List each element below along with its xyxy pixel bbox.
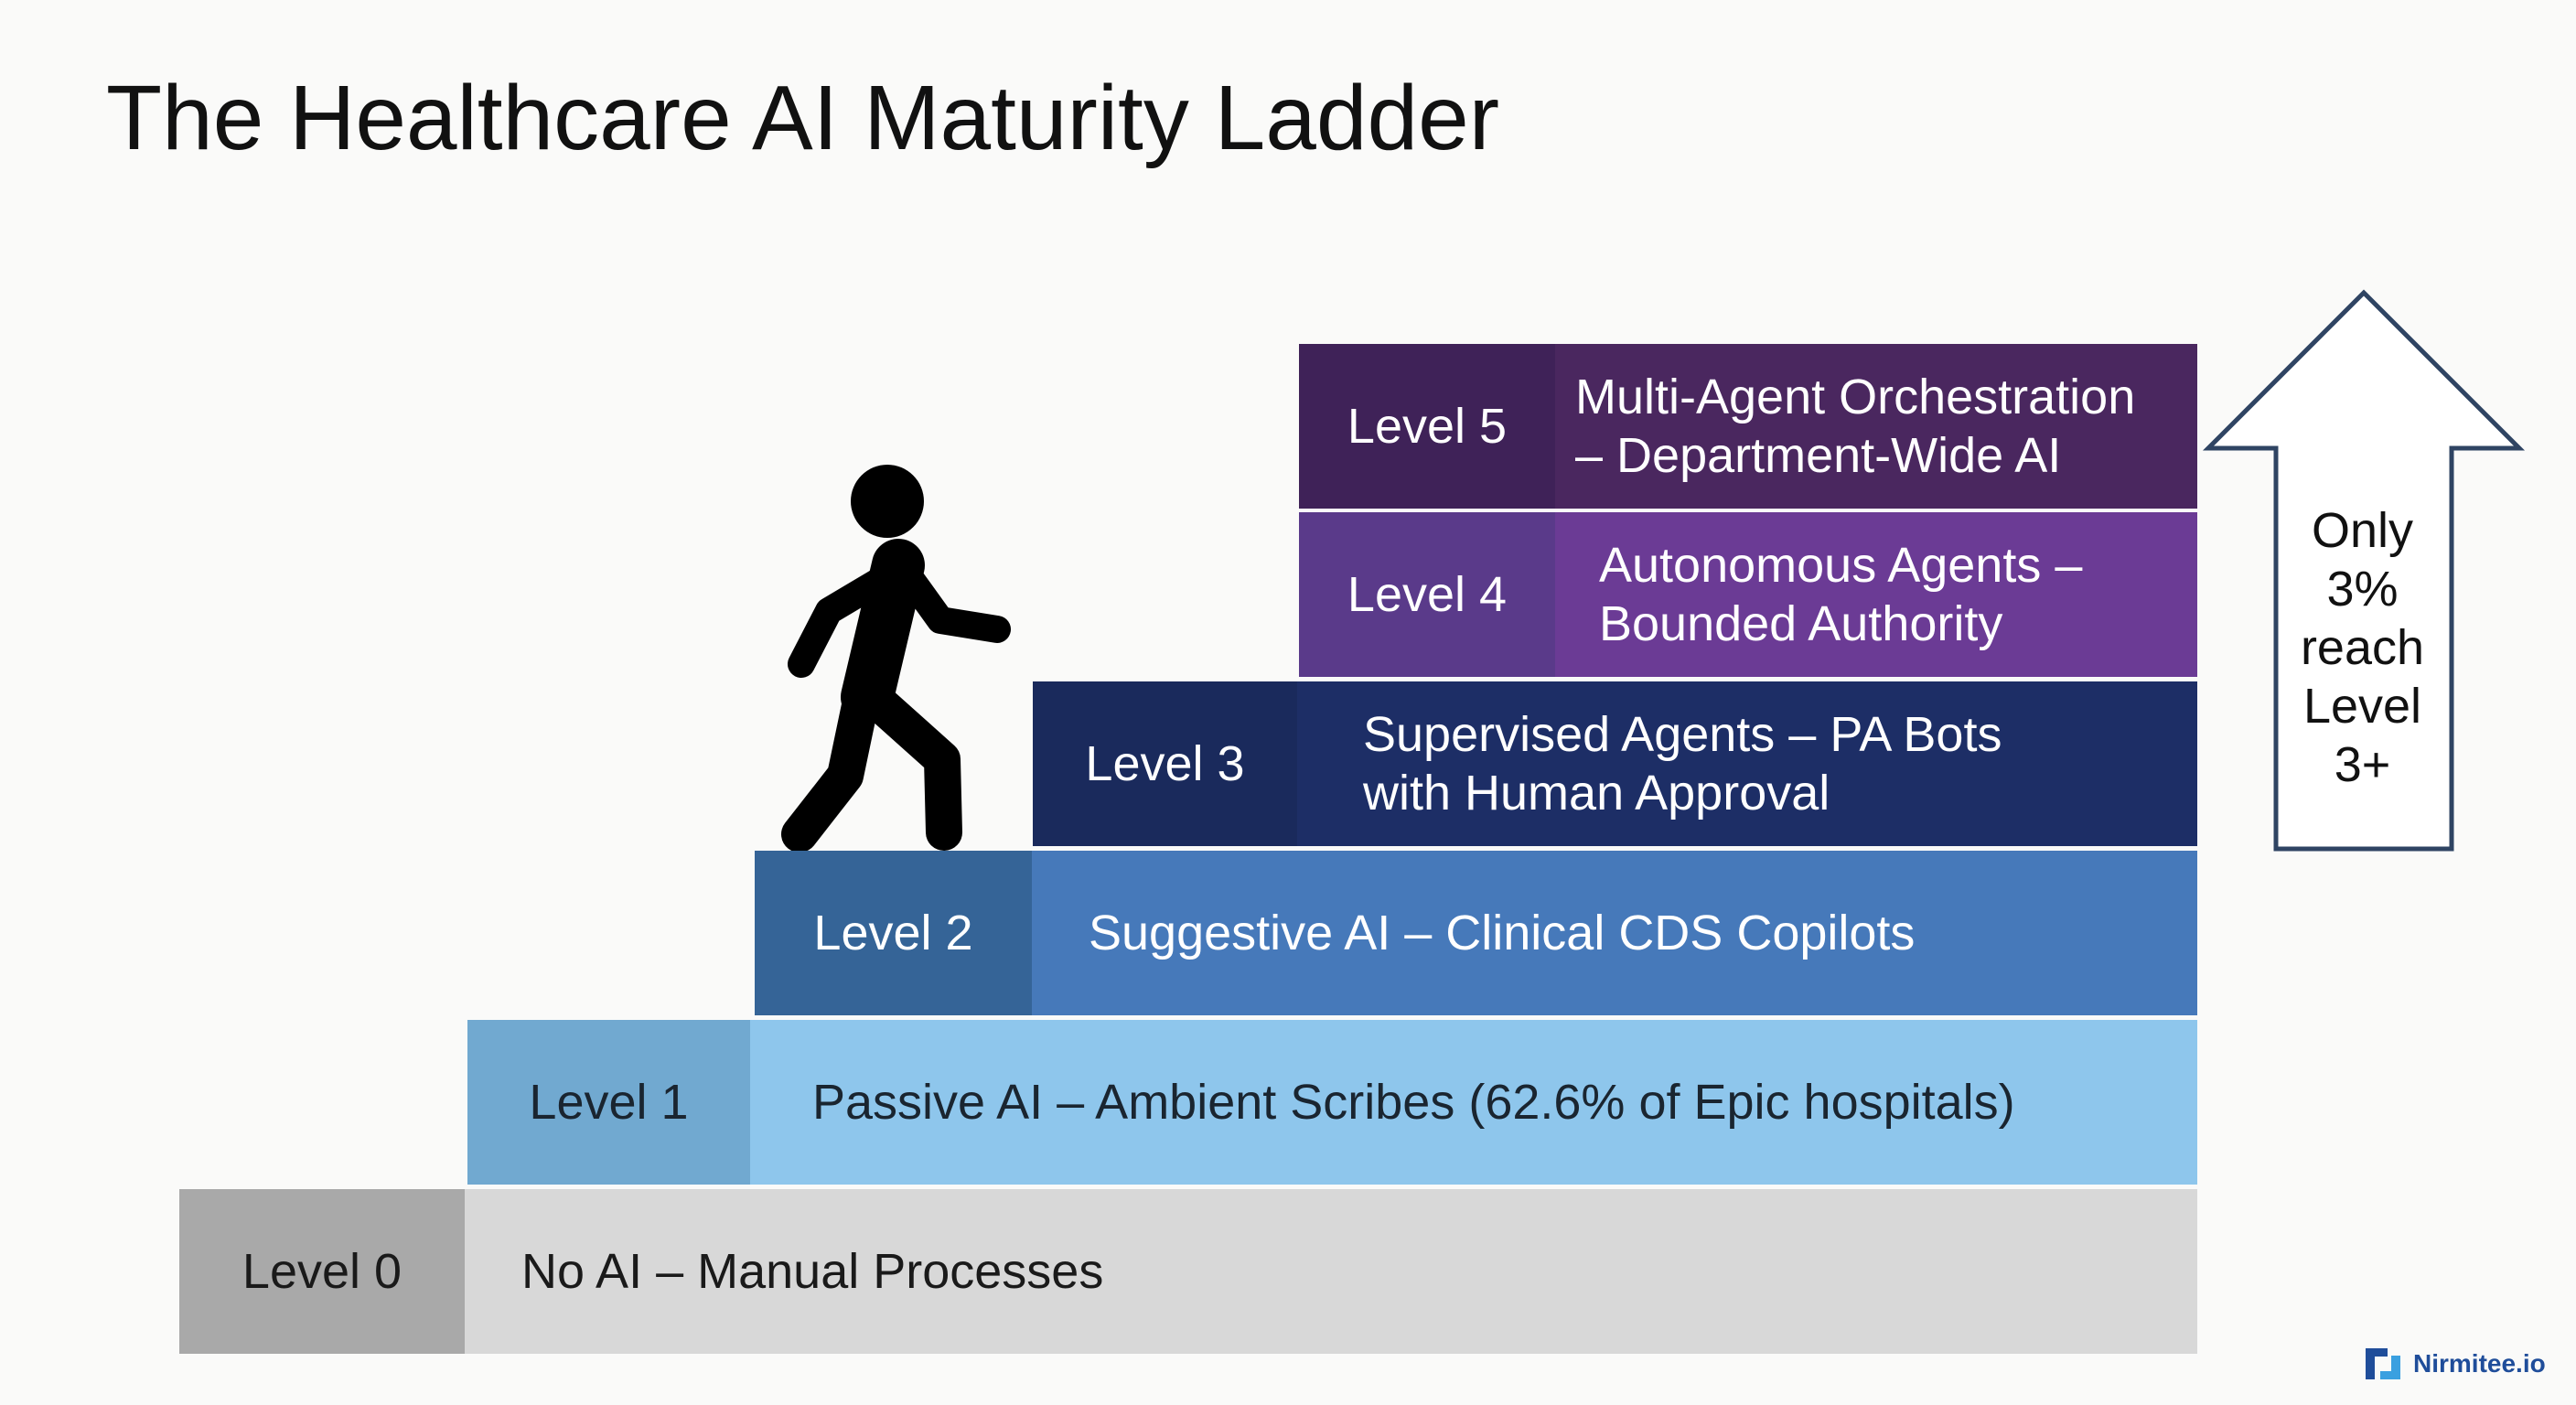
ladder-step-level-0: Level 0 No AI – Manual Processes (179, 1189, 2197, 1354)
step-description: Autonomous Agents – Bounded Authority (1555, 512, 2197, 677)
step-level-label: Level 4 (1299, 512, 1555, 677)
step-description: Multi-Agent Orchestration – Department-W… (1555, 344, 2197, 509)
step-description-line: No AI – Manual Processes (521, 1244, 1104, 1299)
walking-person-icon (781, 465, 1011, 853)
ladder-step-level-1: Level 1 Passive AI – Ambient Scribes (62… (467, 1020, 2197, 1185)
ladder-step-level-2: Level 2 Suggestive AI – Clinical CDS Cop… (755, 851, 2197, 1015)
callout-line: 3+ (2334, 737, 2391, 792)
callout-line: Only (2311, 503, 2414, 558)
page-title: The Healthcare AI Maturity Ladder (106, 67, 1499, 169)
step-level-label: Level 0 (179, 1189, 465, 1354)
ladder-step-level-3: Level 3 Supervised Agents – PA Bots with… (1033, 681, 2197, 846)
step-description-line: Bounded Authority (1599, 596, 2003, 651)
up-arrow-icon (2202, 289, 2526, 852)
brand-logo: Nirmitee.io (2366, 1348, 2546, 1379)
step-level-label: Level 3 (1033, 681, 1297, 846)
ladder-step-level-5: Level 5 Multi-Agent Orchestration – Depa… (1299, 344, 2197, 509)
brand-name: Nirmitee.io (2413, 1349, 2546, 1378)
step-description-line: Suggestive AI – Clinical CDS Copilots (1089, 906, 1916, 960)
step-description-line: Passive AI – Ambient Scribes (62.6% of E… (812, 1075, 2015, 1130)
callout-line: Level (2302, 679, 2422, 734)
step-level-label: Level 5 (1299, 344, 1555, 509)
nirmitee-logo-icon (2366, 1348, 2400, 1379)
step-description: Passive AI – Ambient Scribes (62.6% of E… (750, 1020, 2197, 1185)
step-description-line: with Human Approval (1363, 766, 1830, 820)
step-description: No AI – Manual Processes (465, 1189, 2197, 1354)
step-level-label: Level 1 (467, 1020, 750, 1185)
step-description-line: Supervised Agents – PA Bots (1363, 707, 2002, 762)
step-level-label: Level 2 (755, 851, 1032, 1015)
step-description-line: – Department-Wide AI (1575, 428, 2062, 483)
step-description-line: Multi-Agent Orchestration (1575, 370, 2136, 424)
callout-line: reach (2300, 620, 2425, 675)
step-description: Suggestive AI – Clinical CDS Copilots (1032, 851, 2197, 1015)
ladder-step-level-4: Level 4 Autonomous Agents – Bounded Auth… (1299, 512, 2197, 677)
step-description: Supervised Agents – PA Bots with Human A… (1297, 681, 2197, 846)
callout-line: 3% (2326, 562, 2399, 617)
callout-text: Only 3% reach Level 3+ (2273, 501, 2452, 794)
step-description-line: Autonomous Agents – (1599, 538, 2083, 593)
